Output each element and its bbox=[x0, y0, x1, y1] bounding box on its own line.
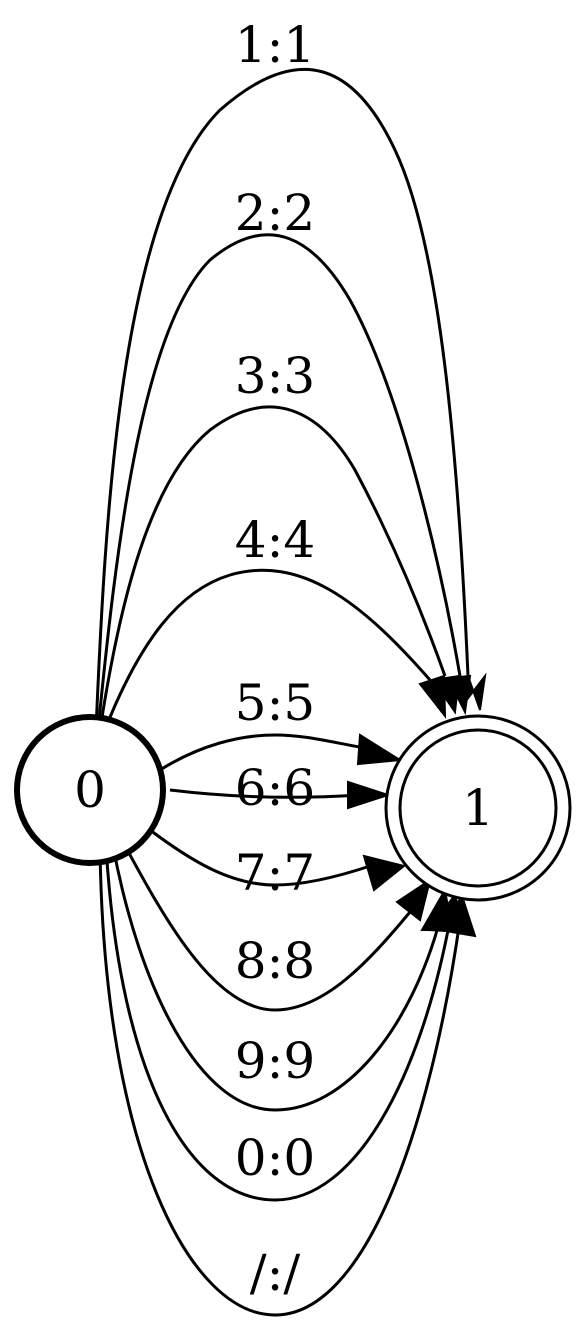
state-label: 1 bbox=[462, 779, 494, 837]
state-node-0: 0 bbox=[14, 714, 166, 866]
edge-path bbox=[96, 233, 462, 731]
edge-path bbox=[169, 788, 361, 799]
edge-label: 5:5 bbox=[235, 674, 315, 732]
edge-0-to-1-6: 7:7 bbox=[149, 828, 407, 902]
edge-0-to-1-5: 6:6 bbox=[169, 759, 392, 817]
edge-0-to-1-3: 4:4 bbox=[102, 511, 447, 733]
arrowhead bbox=[356, 733, 404, 766]
edge-label: 2:2 bbox=[235, 184, 315, 242]
edge-label: 1:1 bbox=[235, 16, 315, 74]
edge-label: 4:4 bbox=[235, 511, 315, 569]
edge-path bbox=[98, 847, 462, 1317]
edge-0-to-1-0: 1:1 bbox=[94, 16, 487, 731]
edge-path bbox=[102, 568, 432, 733]
edge-label: 6:6 bbox=[235, 759, 315, 817]
arrowhead bbox=[362, 854, 407, 892]
arrowhead bbox=[347, 780, 392, 810]
edge-0-to-1-4: 5:5 bbox=[159, 674, 404, 772]
edges-group: 1:1 2:2 3:3 4:4 5:5 6:6 7:7 8:8 9:9 0:0 /:/ bbox=[94, 16, 487, 1317]
edge-label: 8:8 bbox=[235, 932, 315, 990]
state-node-1: 1 bbox=[384, 714, 572, 902]
edge-path bbox=[121, 841, 412, 1012]
edge-path bbox=[159, 733, 366, 772]
edge-path bbox=[94, 67, 470, 731]
edge-label: 7:7 bbox=[235, 844, 315, 902]
edge-path bbox=[111, 845, 442, 1112]
initial-state-circle bbox=[14, 714, 166, 866]
edge-path bbox=[98, 405, 447, 731]
edge-path bbox=[104, 845, 452, 1202]
edge-label: 3:3 bbox=[235, 347, 315, 405]
arrowhead bbox=[418, 674, 447, 720]
final-state-inner-circle bbox=[398, 728, 558, 888]
edge-0-to-1-1: 2:2 bbox=[96, 184, 472, 731]
arrowhead bbox=[438, 893, 477, 938]
edge-label: 9:9 bbox=[235, 1032, 315, 1090]
edge-label: 0:0 bbox=[235, 1129, 315, 1187]
arrowhead bbox=[395, 877, 432, 922]
edge-label: /:/ bbox=[250, 1244, 301, 1302]
edge-0-to-1-10: /:/ bbox=[98, 847, 477, 1317]
edge-path bbox=[149, 828, 371, 887]
edge-0-to-1-7: 8:8 bbox=[121, 841, 432, 1012]
state-label: 0 bbox=[74, 761, 106, 819]
edge-0-to-1-2: 3:3 bbox=[98, 347, 461, 731]
